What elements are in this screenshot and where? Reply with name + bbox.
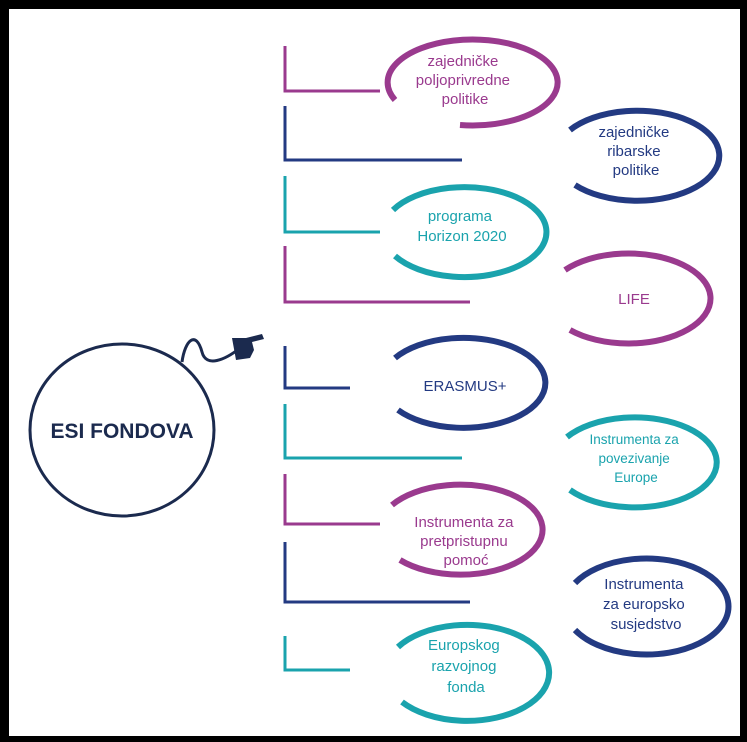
node-cef-line-3: Europe [614, 470, 658, 485]
node-edf-line-1: Europskog [428, 637, 500, 654]
node-eni: Instrumenta za europsko susjedstvo [572, 555, 732, 658]
node-horizon: programa Horizon 2020 [390, 184, 550, 281]
svg-text:Instrumenta za povezivan: Instrumenta za povezivanje Europe [589, 432, 682, 485]
node-cfp: zajedničke ribarske politike [568, 107, 723, 204]
node-erasmus: ERASMUS+ [393, 334, 549, 431]
node-horizon-line-1: programa [428, 208, 493, 225]
bracket-horizon [283, 176, 380, 234]
node-cef: Instrumenta za povezivanje Europe [565, 414, 720, 511]
node-eni-line-1: Instrumenta [604, 576, 684, 593]
svg-text:Europskog razvojnog: Europskog razvojnog fonda [428, 637, 504, 696]
node-cfp-line-2: ribarske [607, 143, 660, 160]
svg-text:Instrumenta za pretprist: Instrumenta za pretpristupnu pomoć [414, 514, 517, 569]
svg-text:Instrumenta za europsko: Instrumenta za europsko susjedstvo [603, 576, 689, 633]
node-life: LIFE [563, 250, 714, 347]
bracket-eni [283, 542, 470, 604]
node-eni-line-3: susjedstvo [611, 616, 682, 633]
bracket-edf [283, 636, 350, 672]
node-cef-line-2: povezivanje [598, 451, 669, 466]
node-cap-line-3: politike [442, 91, 489, 108]
node-horizon-line-2: Horizon 2020 [417, 228, 506, 245]
node-ipa-line-1: Instrumenta za [414, 514, 514, 531]
svg-text:ERASMUS+: ERASMUS+ [424, 378, 507, 395]
node-erasmus-line-1: ERASMUS+ [424, 378, 507, 395]
node-cfp-line-3: politike [613, 162, 660, 179]
bracket-life [283, 246, 470, 304]
pointing-hand-icon [232, 334, 264, 360]
node-edf-line-3: fonda [447, 679, 485, 696]
node-life-line-1: LIFE [618, 291, 650, 308]
bracket-cef [283, 404, 462, 460]
node-ipa-line-2: pretpristupnu [420, 533, 508, 550]
central-label: ESI FONDOVA [50, 420, 193, 443]
node-cap-line-1: zajedničke [427, 53, 498, 70]
node-edf: Europskog razvojnog fonda [395, 621, 553, 724]
svg-text:programa Horizon 2020: programa Horizon 2020 [417, 208, 506, 245]
connector-line [180, 338, 241, 363]
node-ipa-line-3: pomoć [443, 552, 489, 569]
node-ipa: Instrumenta za pretpristupnu pomoć [390, 481, 546, 578]
svg-text:zajedničke poljoprivredn: zajedničke poljoprivredne politike [416, 53, 514, 108]
bracket-cap [283, 46, 380, 93]
node-cfp-line-1: zajedničke [598, 124, 669, 141]
svg-text:LIFE: LIFE [618, 291, 650, 308]
node-edf-line-2: razvojnog [431, 658, 496, 675]
node-eni-line-2: za europsko [603, 596, 685, 613]
central-circle [28, 342, 216, 518]
svg-text:zajedničke ribarske: zajedničke ribarske politike [598, 124, 673, 179]
bracket-erasmus [283, 346, 350, 390]
node-cap: zajedničke poljoprivredne politike [384, 36, 561, 129]
node-cap-line-2: poljoprivredne [416, 72, 510, 89]
bracket-ipa [283, 474, 380, 526]
bracket-cfp [283, 106, 462, 162]
node-cef-line-1: Instrumenta za [589, 432, 679, 447]
